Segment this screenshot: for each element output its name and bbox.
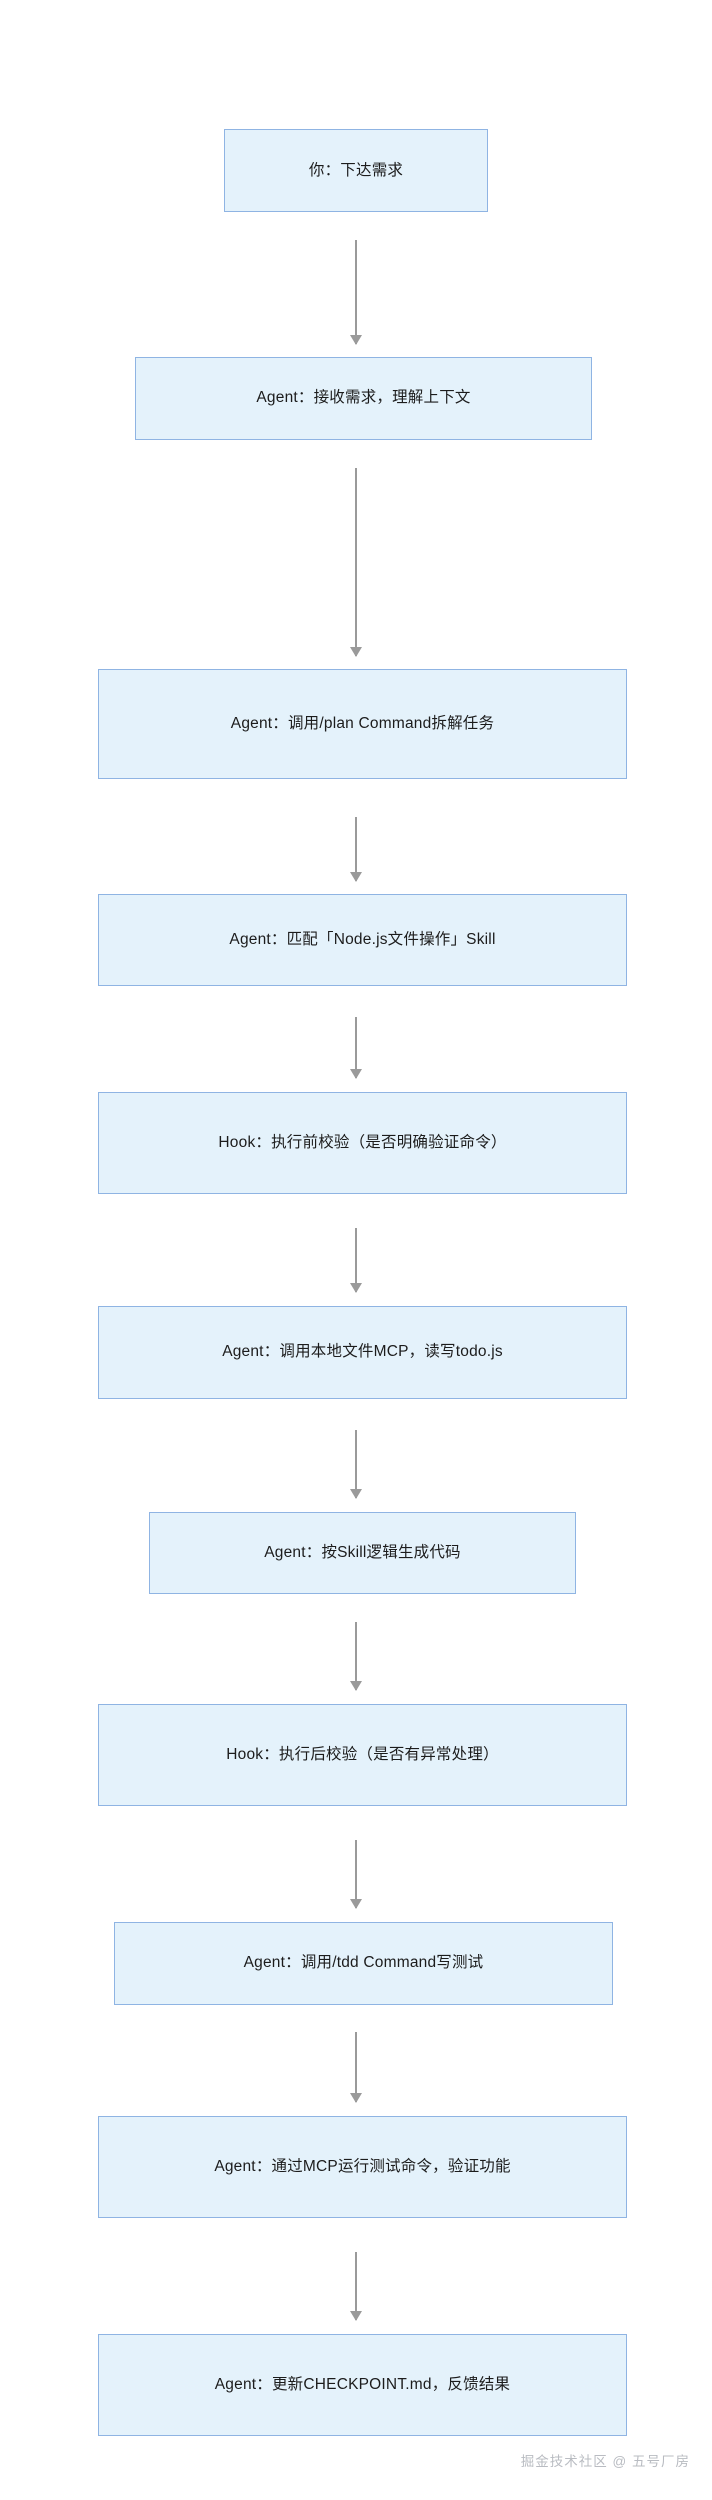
arrow-head-icon — [350, 1489, 362, 1500]
flow-edge-n1-n2 — [350, 239, 362, 345]
flow-node-n3[interactable]: Agent：调用/plan Command拆解任务 — [98, 669, 627, 780]
flow-node-label: Agent：调用/tdd Command写测试 — [243, 1954, 484, 1972]
flow-node-n8[interactable]: Hook：执行后校验（是否有异常处理） — [98, 1703, 627, 1806]
flow-node-n1[interactable]: 你：下达需求 — [224, 129, 488, 213]
flow-edge-n3-n4 — [350, 816, 362, 882]
flow-node-n2[interactable]: Agent：接收需求，理解上下文 — [135, 357, 592, 440]
flow-node-label: Agent：匹配「Node.js文件操作」Skill — [229, 931, 496, 949]
arrow-head-icon — [350, 334, 362, 345]
flow-node-label: Hook：执行前校验（是否明确验证命令） — [218, 1133, 507, 1151]
flow-node-label: Agent：通过MCP运行测试命令，验证功能 — [214, 2157, 511, 2175]
flow-node-label: Hook：执行后校验（是否有异常处理） — [226, 1745, 499, 1763]
flow-node-n9[interactable]: Agent：调用/tdd Command写测试 — [114, 1922, 613, 2005]
arrow-head-icon — [350, 2092, 362, 2103]
watermark: 掘金技术社区 @ 五号厂房 — [520, 2454, 690, 2469]
flow-node-label: Agent：调用/plan Command拆解任务 — [230, 715, 495, 733]
flow-node-label: Agent：更新CHECKPOINT.md，反馈结果 — [214, 2375, 511, 2393]
flow-node-n11[interactable]: Agent：更新CHECKPOINT.md，反馈结果 — [98, 2333, 627, 2436]
flow-node-label: Agent：接收需求，理解上下文 — [256, 389, 471, 407]
arrow-head-icon — [350, 1069, 362, 1080]
flow-edge-n8-n9 — [350, 1840, 362, 1910]
arrow-head-icon — [350, 871, 362, 882]
flow-edge-n6-n7 — [350, 1429, 362, 1500]
flow-node-n7[interactable]: Agent：按Skill逻辑生成代码 — [149, 1511, 576, 1595]
flow-edge-n10-n11 — [350, 2251, 362, 2322]
flow-edge-n2-n3 — [350, 467, 362, 657]
flow-edge-n9-n10 — [350, 2032, 362, 2103]
flow-node-n10[interactable]: Agent：通过MCP运行测试命令，验证功能 — [98, 2115, 627, 2218]
flow-edge-n4-n5 — [350, 1016, 362, 1080]
flow-node-label: 你：下达需求 — [308, 161, 404, 179]
arrow-head-icon — [350, 1681, 362, 1692]
flow-node-n5[interactable]: Hook：执行前校验（是否明确验证命令） — [98, 1091, 627, 1194]
arrow-head-icon — [350, 1899, 362, 1910]
flow-node-label: Agent：按Skill逻辑生成代码 — [264, 1544, 461, 1561]
flow-node-n4[interactable]: Agent：匹配「Node.js文件操作」Skill — [98, 894, 627, 986]
arrow-head-icon — [350, 2311, 362, 2322]
arrow-head-icon — [350, 1283, 362, 1294]
flow-node-label: Agent：调用本地文件MCP，读写todo.js — [222, 1343, 503, 1361]
flow-edge-n5-n6 — [350, 1228, 362, 1294]
flow-edge-n7-n8 — [350, 1622, 362, 1692]
flow-node-n6[interactable]: Agent：调用本地文件MCP，读写todo.js — [98, 1305, 627, 1399]
arrow-head-icon — [350, 646, 362, 657]
